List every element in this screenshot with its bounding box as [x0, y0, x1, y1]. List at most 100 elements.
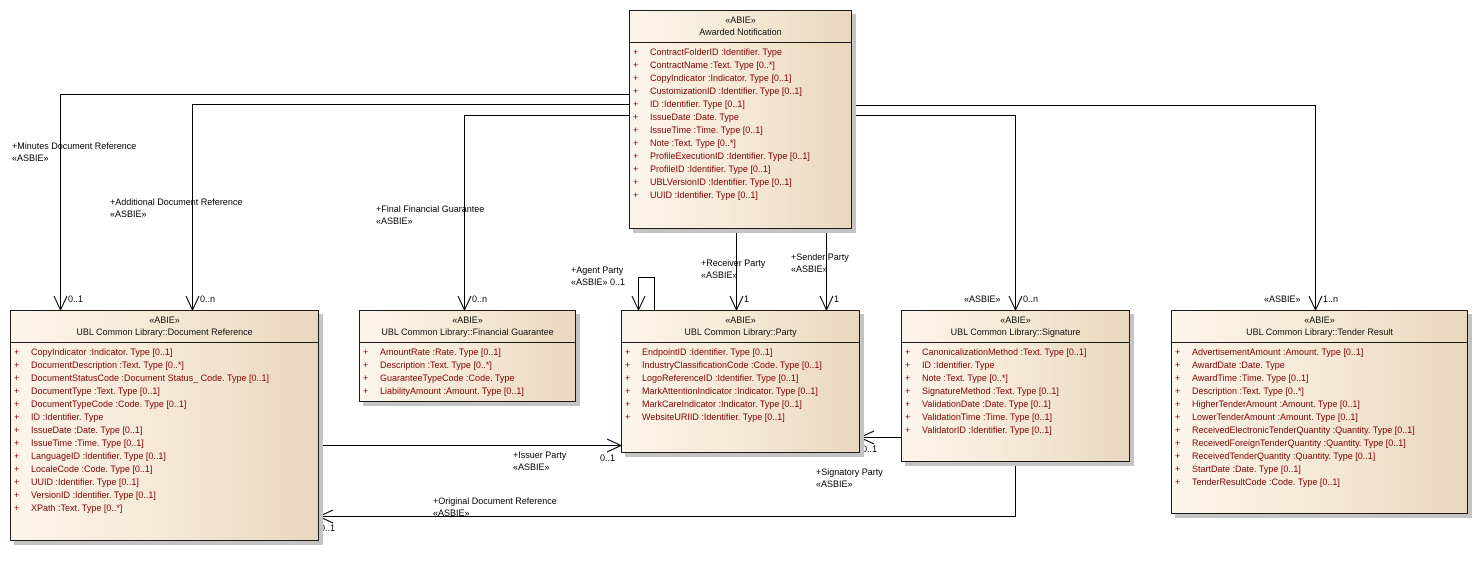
attribute-row[interactable]: +AwardTime :Time. Type [0..1]: [1175, 372, 1467, 385]
attribute-row[interactable]: +ValidationDate :Date. Type [0..1]: [905, 398, 1129, 411]
attribute-row[interactable]: +HigherTenderAmount :Amount. Type [0..1]: [1175, 398, 1467, 411]
stereotype: «ASBIE»: [791, 264, 828, 274]
attribute-text: UBLVersionID :Identifier. Type [0..1]: [650, 177, 792, 187]
connector-additional-document-reference[interactable]: [192, 104, 630, 311]
attribute-row[interactable]: +ID :Identifier. Type [0..1]: [633, 98, 851, 111]
class-signature[interactable]: «ABIE» UBL Common Library::Signature +Ca…: [901, 310, 1130, 462]
multiplicity: 0..n: [1023, 294, 1039, 304]
class-header: «ABIE» UBL Common Library::Document Refe…: [11, 311, 318, 343]
class-tender-result[interactable]: «ABIE» UBL Common Library::Tender Result…: [1171, 310, 1468, 514]
stereotype: «ASBIE»: [1264, 294, 1301, 304]
multiplicity: 0..1: [68, 294, 84, 304]
attribute-row[interactable]: + AmountRate :Rate. Type [0..1]: [363, 346, 575, 359]
class-financial-guarantee[interactable]: «ABIE» UBL Common Library::Financial Gua…: [359, 310, 576, 402]
attribute-row[interactable]: +DocumentStatusCode :Document Status_ Co…: [14, 372, 318, 385]
attribute-row[interactable]: +CanonicalizationMethod :Text. Type [0..…: [905, 346, 1129, 359]
visibility-public-icon: +: [14, 490, 20, 500]
attribute-text: GuaranteeTypeCode :Code. Type: [380, 373, 515, 383]
attribute-row[interactable]: +DocumentTypeCode :Code. Type [0..1]: [14, 398, 318, 411]
attribute-text: TenderResultCode :Code. Type [0..1]: [1192, 477, 1340, 487]
attribute-row[interactable]: +ContractName :Text. Type [0..*]: [633, 59, 851, 72]
class-document-reference[interactable]: «ABIE» UBL Common Library::Document Refe…: [10, 310, 319, 541]
attribute-row[interactable]: +LanguageID :Identifier. Type [0..1]: [14, 450, 318, 463]
connector-tender-result[interactable]: [852, 105, 1316, 311]
attribute-row[interactable]: +IssueDate :Date. Type [0..1]: [14, 424, 318, 437]
visibility-public-icon: +: [625, 347, 631, 357]
attribute-row[interactable]: +ValidatorID :Identifier. Type [0..1]: [905, 424, 1129, 437]
attribute-row[interactable]: +ContractFolderID :Identifier. Type: [633, 46, 851, 59]
attribute-row[interactable]: +EndpointID :Identifier. Type [0..1]: [625, 346, 859, 359]
attribute-row[interactable]: +UUID :Identifier. Type [0..1]: [633, 189, 851, 202]
attribute-row[interactable]: +Note :Text. Type [0..*]: [905, 372, 1129, 385]
attribute-row[interactable]: +LogoReferenceID :Identifier. Type [0..1…: [625, 372, 859, 385]
attribute-row[interactable]: + AdvertisementAmount :Amount. Type [0..1…: [1175, 346, 1467, 359]
visibility-public-icon: +: [363, 347, 369, 357]
connector-minutes-document-reference[interactable]: [60, 94, 630, 311]
connector-original-document-reference[interactable]: [319, 462, 1016, 517]
attribute-text: LogoReferenceID :Identifier. Type [0..1]: [642, 373, 799, 383]
attribute-row[interactable]: +AwardDate :Date. Type: [1175, 359, 1467, 372]
stereotype: «ABIE»: [725, 15, 756, 25]
attribute-row[interactable]: +GuaranteeTypeCode :Code. Type: [363, 372, 575, 385]
visibility-public-icon: +: [905, 373, 911, 383]
visibility-public-icon: +: [1175, 438, 1181, 448]
attribute-row[interactable]: +ValidationTime :Time. Type [0..1]: [905, 411, 1129, 424]
label-receiver-party: +Receiver Party «ASBIE»: [701, 257, 765, 281]
attribute-row[interactable]: +Description :Text. Type [0..*]: [363, 359, 575, 372]
stereotype: «ABIE»: [725, 315, 756, 325]
visibility-public-icon: +: [1175, 425, 1181, 435]
label-agent-party: +Agent Party «ASBIE» 0..1: [571, 264, 625, 288]
attribute-text: ReceivedElectronicTenderQuantity :Quanti…: [1192, 425, 1415, 435]
attribute-row[interactable]: +CustomizationID :Identifier. Type [0..1…: [633, 85, 851, 98]
attribute-row[interactable]: +UUID :Identifier. Type [0..1]: [14, 476, 318, 489]
attribute-row[interactable]: +StartDate :Date. Type [0..1]: [1175, 463, 1467, 476]
attribute-text: AmountRate :Rate. Type [0..1]: [380, 347, 501, 357]
visibility-public-icon: +: [1175, 347, 1181, 357]
attribute-text: AdvertisementAmount :Amount. Type [0..1]: [1192, 347, 1364, 357]
attribute-row[interactable]: +IndustryClassificationCode :Code. Type …: [625, 359, 859, 372]
stereotype: «ASBIE»: [110, 209, 147, 219]
attribute-row[interactable]: +ProfileExecutionID :Identifier. Type [0…: [633, 150, 851, 163]
attribute-row[interactable]: + ReceivedElectronicTenderQuantity :Quant…: [1175, 424, 1467, 437]
class-party[interactable]: «ABIE» UBL Common Library::Party +Endpoi…: [621, 310, 860, 453]
label-issuer-party: +Issuer Party «ASBIE»: [513, 449, 566, 473]
attribute-row[interactable]: +SignatureMethod :Text. Type [0..1]: [905, 385, 1129, 398]
attribute-row[interactable]: +Description :Text. Type [0..*]: [1175, 385, 1467, 398]
attribute-text: CustomizationID :Identifier. Type [0..1]: [650, 86, 802, 96]
attribute-row[interactable]: +Note :Text. Type [0..*]: [633, 137, 851, 150]
connector-final-financial-guarantee[interactable]: [464, 115, 630, 311]
attribute-row[interactable]: +MarkCareIndicator :Indicator. Type [0..…: [625, 398, 859, 411]
class-awarded-notification[interactable]: «ABIE» Awarded Notification +ContractFol…: [629, 10, 852, 229]
attribute-row[interactable]: +ProfileID :Identifier. Type [0..1]: [633, 163, 851, 176]
attribute-row[interactable]: +MarkAttentionIndicator :Indicator. Type…: [625, 385, 859, 398]
attribute-row[interactable]: +DocumentType :Text. Type [0..1]: [14, 385, 318, 398]
attribute-row[interactable]: +IssueTime :Time. Type [0..1]: [633, 124, 851, 137]
connector-signature[interactable]: [852, 115, 1016, 311]
attribute-row[interactable]: +ID :Identifier. Type: [905, 359, 1129, 372]
visibility-public-icon: +: [633, 125, 639, 135]
visibility-public-icon: +: [14, 425, 20, 435]
connector-agent-party[interactable]: [638, 277, 655, 311]
attribute-row[interactable]: +VersionID :Identifier. Type [0..1]: [14, 489, 318, 502]
attribute-row[interactable]: +XPath :Text. Type [0..*]: [14, 502, 318, 515]
role-name: +Original Document Reference: [433, 496, 557, 506]
attribute-row[interactable]: +IssueTime :Time. Type [0..1]: [14, 437, 318, 450]
attribute-row[interactable]: +DocumentDescription :Text. Type [0..*]: [14, 359, 318, 372]
attribute-row[interactable]: +CopyIndicator :Indicator. Type [0..1]: [633, 72, 851, 85]
role-name: +Additional Document Reference: [110, 197, 243, 207]
attribute-row[interactable]: +ReceivedTenderQuantity :Quantity. Type …: [1175, 450, 1467, 463]
visibility-public-icon: +: [633, 60, 639, 70]
attribute-row[interactable]: +ReceivedForeignTenderQuantity :Quantity…: [1175, 437, 1467, 450]
attribute-row[interactable]: +TenderResultCode :Code. Type [0..1]: [1175, 476, 1467, 489]
visibility-public-icon: +: [1175, 464, 1181, 474]
attribute-row[interactable]: +UBLVersionID :Identifier. Type [0..1]: [633, 176, 851, 189]
attribute-row[interactable]: +LiabilityAmount :Amount. Type [0..1]: [363, 385, 575, 398]
attribute-row[interactable]: +LocaleCode :Code. Type [0..1]: [14, 463, 318, 476]
attribute-row[interactable]: +LowerTenderAmount :Amount. Type [0..1]: [1175, 411, 1467, 424]
attribute-row[interactable]: +WebsiteURIID :Identifier. Type [0..1]: [625, 411, 859, 424]
attribute-row[interactable]: +CopyIndicator :Indicator. Type [0..1]: [14, 346, 318, 359]
role-name: +Agent Party: [571, 265, 624, 275]
attribute-row[interactable]: +ID :Identifier. Type: [14, 411, 318, 424]
stereotype: «ASBIE»: [701, 270, 738, 280]
attribute-row[interactable]: +IssueDate :Date. Type: [633, 111, 851, 124]
